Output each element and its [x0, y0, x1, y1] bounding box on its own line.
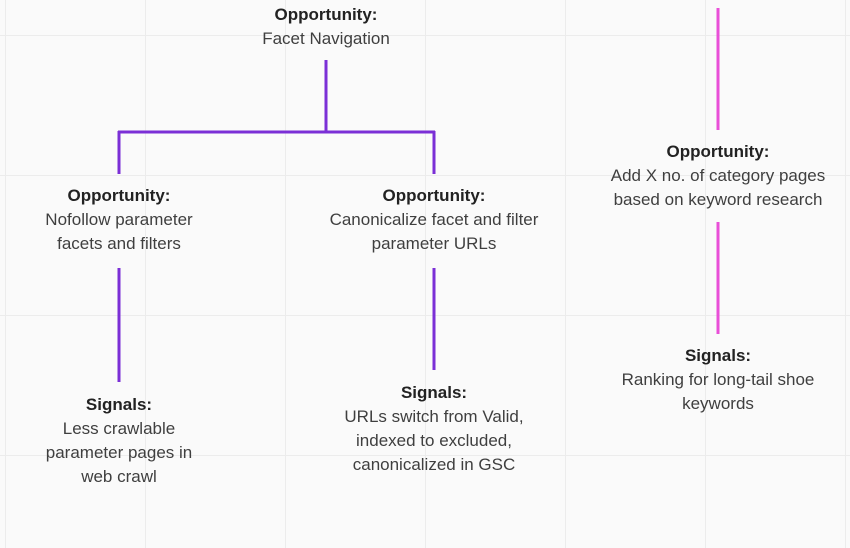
node-label: Opportunity:: [382, 186, 486, 205]
node-text-line: Canonicalize facet and filter: [329, 210, 539, 229]
node-text-line: based on keyword research: [613, 190, 823, 209]
node-label: Signals:: [400, 383, 468, 402]
node-text-line: canonicalized in GSC: [352, 455, 516, 474]
node-text-line: parameter pages in: [45, 443, 193, 462]
node-text-line: Add X no. of category pages: [610, 166, 826, 185]
node-text-line: Less crawlable: [62, 419, 176, 438]
node-category-pages: Opportunity: Add X no. of category pages…: [611, 140, 826, 212]
node-signals-gsc: Signals: URLs switch from Valid, indexed…: [344, 381, 523, 477]
node-text-line: Nofollow parameter: [45, 210, 193, 229]
node-label: Opportunity:: [274, 5, 378, 24]
node-signals-ranking: Signals: Ranking for long-tail shoe keyw…: [622, 344, 815, 416]
node-text-line: facets and filters: [57, 234, 181, 253]
node-text-line: Ranking for long-tail shoe: [621, 370, 815, 389]
node-nofollow-parameter: Opportunity: Nofollow parameter facets a…: [45, 184, 192, 256]
node-label: Opportunity:: [67, 186, 171, 205]
node-facet-navigation: Opportunity: Facet Navigation: [262, 3, 390, 51]
node-label: Signals:: [684, 346, 752, 365]
node-signals-crawl: Signals: Less crawlable parameter pages …: [46, 393, 192, 489]
node-text-line: keywords: [682, 394, 754, 413]
node-text-line: parameter URLs: [371, 234, 497, 253]
node-text-line: indexed to excluded,: [356, 431, 512, 450]
node-label: Opportunity:: [666, 142, 770, 161]
node-canonicalize-urls: Opportunity: Canonicalize facet and filt…: [330, 184, 539, 256]
node-text-line: Facet Navigation: [262, 29, 390, 48]
node-text-line: web crawl: [81, 467, 157, 486]
node-label: Signals:: [85, 395, 153, 414]
node-text-line: URLs switch from Valid,: [344, 407, 524, 426]
